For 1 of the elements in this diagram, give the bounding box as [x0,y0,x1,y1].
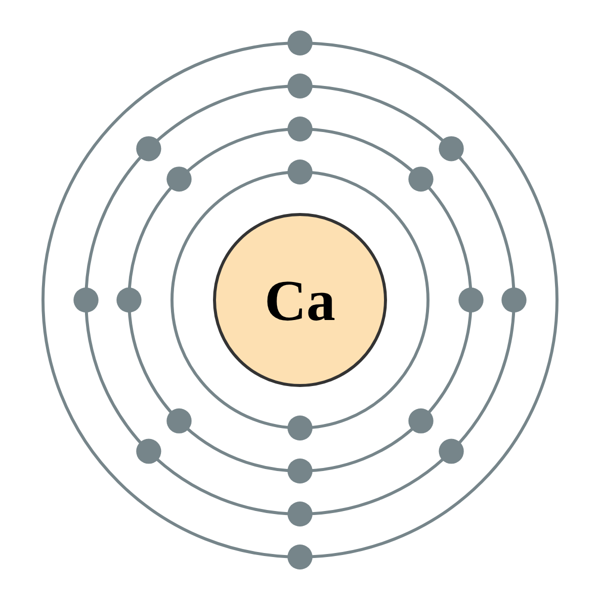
nucleus: Ca [213,213,387,387]
